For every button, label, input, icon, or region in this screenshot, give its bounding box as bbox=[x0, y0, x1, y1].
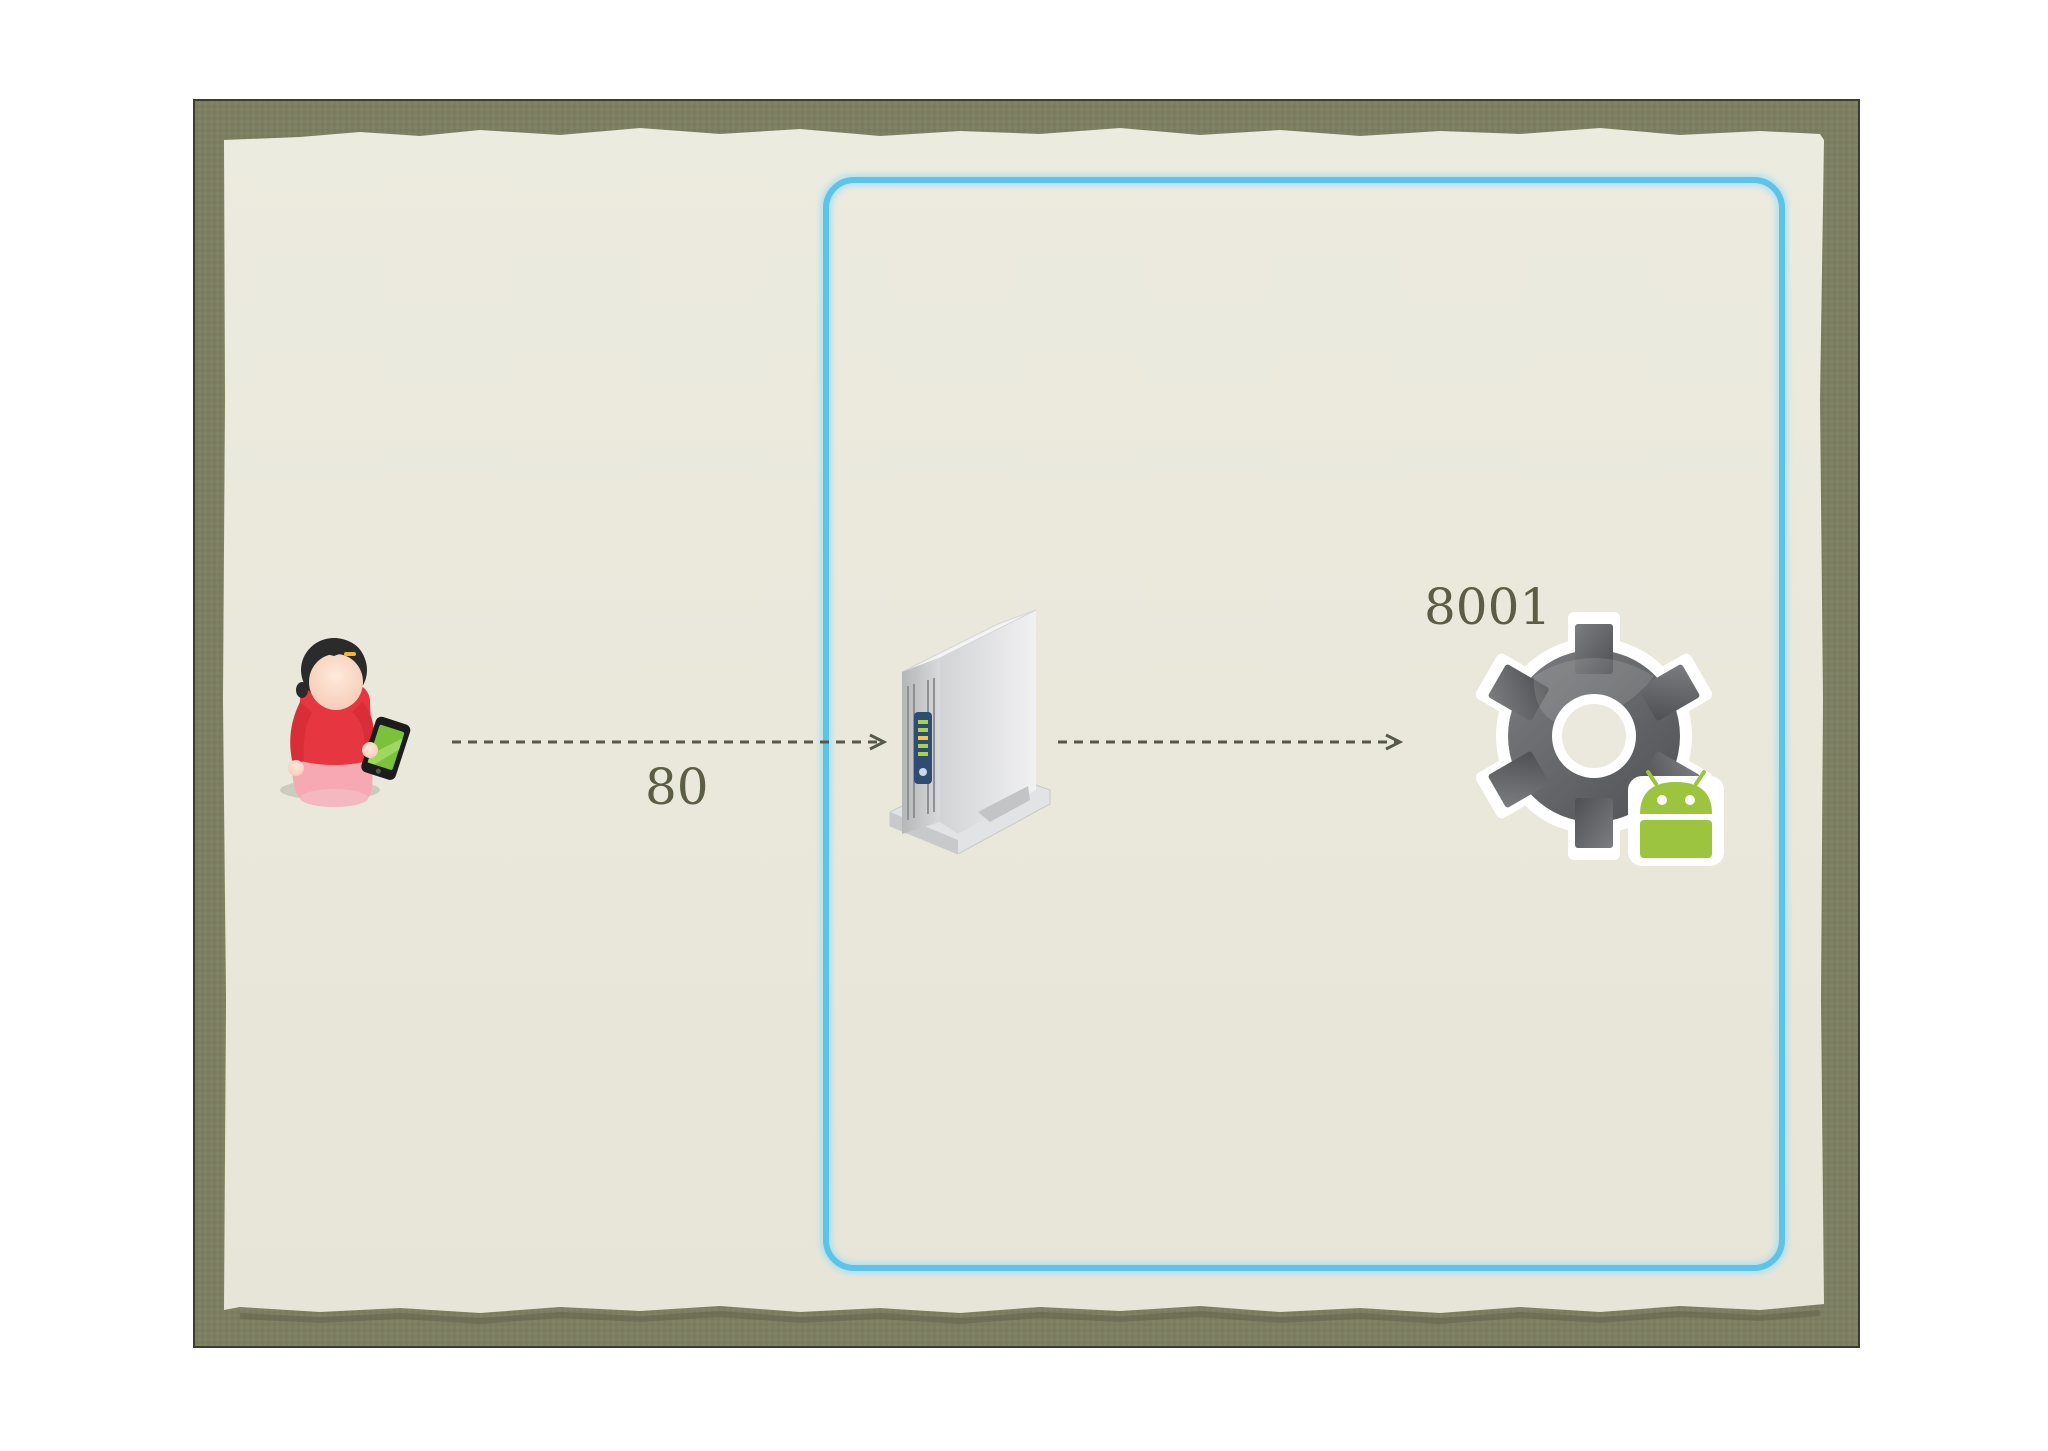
gear-with-android-icon bbox=[1475, 612, 1724, 866]
paper-bottom-shadow bbox=[239, 1310, 1821, 1325]
person-with-phone-icon bbox=[280, 638, 411, 807]
port-label-8001: 8001 bbox=[1424, 578, 1552, 636]
server-tower-icon bbox=[889, 609, 1051, 855]
service-boundary-box bbox=[820, 174, 1788, 1274]
port-label-80: 80 bbox=[645, 758, 709, 816]
